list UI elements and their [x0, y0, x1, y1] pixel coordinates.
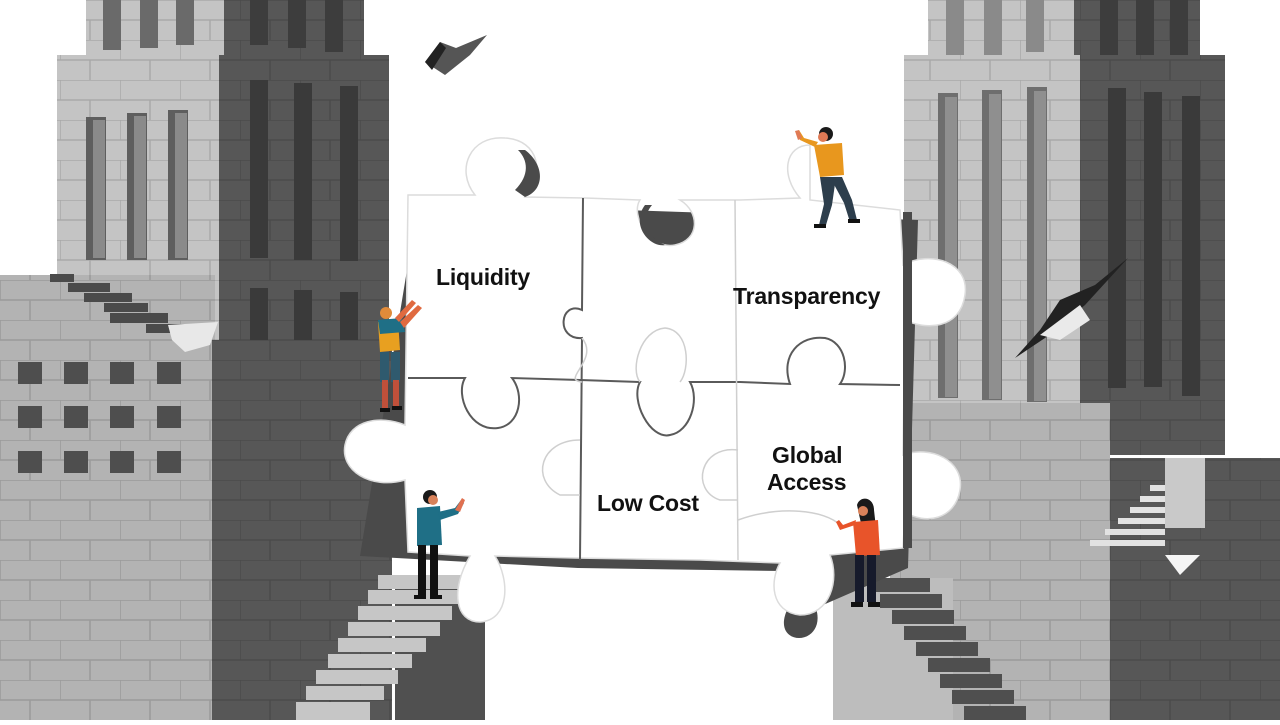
puzzle-bridge — [343, 137, 967, 638]
right-tower — [833, 0, 1280, 720]
label-transparency: Transparency — [733, 283, 881, 309]
figure-orange-man-top — [795, 127, 860, 228]
label-access: Access — [767, 469, 847, 495]
figure-climber-left — [378, 300, 422, 412]
label-low-cost: Low Cost — [597, 490, 699, 516]
label-liquidity: Liquidity — [436, 264, 531, 290]
label-global: Global — [772, 442, 843, 468]
figure-orange-woman — [836, 498, 880, 607]
figure-teal-man — [414, 490, 465, 599]
